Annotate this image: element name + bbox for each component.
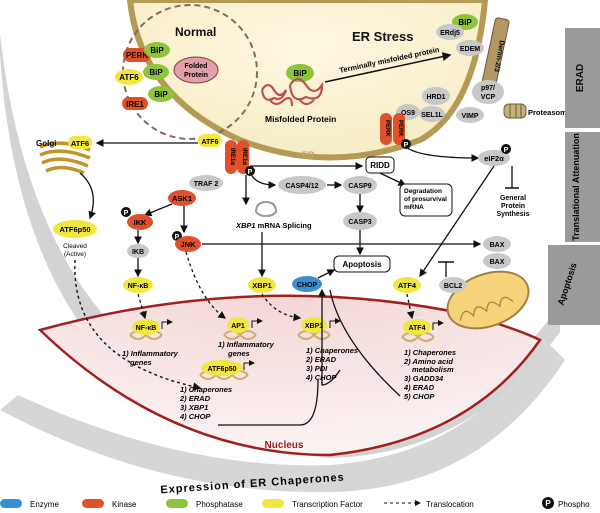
membrane-ire1a-1: IRE1α bbox=[229, 148, 235, 165]
p97: p97/VCP bbox=[481, 85, 496, 101]
proteasome-icon bbox=[503, 103, 527, 119]
legend-enzyme-swatch bbox=[0, 499, 22, 508]
svg-text:P: P bbox=[175, 234, 180, 241]
casp412: CASP4/12 bbox=[285, 183, 318, 190]
mrna-loop-icon bbox=[255, 200, 278, 218]
legend-phosphatase-swatch bbox=[166, 499, 188, 508]
erad-bip: BiP bbox=[458, 18, 472, 27]
golgi-label: Golgi bbox=[36, 139, 56, 148]
traf2: TRAF 2 bbox=[194, 181, 219, 188]
golgi-atf6: ATF6 bbox=[71, 139, 89, 148]
normal-perk: PERK bbox=[126, 51, 148, 60]
dna-atf4 bbox=[401, 332, 435, 342]
atf4: ATF4 bbox=[398, 281, 417, 290]
misfolded-label: Misfolded Protein bbox=[265, 114, 336, 124]
misfolded-protein-blob bbox=[260, 77, 324, 107]
stress-bip: BiP bbox=[293, 69, 307, 78]
xbp1-splicing-label: XBP1 mRNA Splicing bbox=[235, 221, 312, 230]
legend-phospho-icon bbox=[542, 497, 554, 509]
vimp: VIMP bbox=[461, 113, 478, 120]
erdj5: ERdj5 bbox=[440, 30, 460, 37]
legend-phospho: Phospho bbox=[558, 500, 590, 509]
normal-bip-3: BiP bbox=[154, 90, 168, 99]
svg-text:P: P bbox=[404, 142, 409, 149]
nucleus-label: Nucleus bbox=[265, 440, 304, 451]
os9: OS9 bbox=[401, 110, 415, 117]
svg-text:P: P bbox=[545, 499, 551, 508]
xbp1: XBP1 bbox=[252, 281, 272, 290]
ask1: ASK1 bbox=[172, 194, 192, 203]
legend-translocation: Translocation bbox=[426, 500, 474, 509]
normal-title: Normal bbox=[175, 25, 216, 39]
cleaved-label: Cleaved(Active) bbox=[63, 243, 87, 258]
bax-2: BAX bbox=[490, 259, 505, 266]
membrane-perk-2: PERK bbox=[397, 120, 403, 137]
normal-bip-2: BiP bbox=[149, 68, 163, 77]
erad-section-label: ERAD bbox=[575, 64, 586, 92]
svg-text:P: P bbox=[504, 147, 509, 154]
bcl2: BCL2 bbox=[444, 283, 462, 290]
dna-xbp1 bbox=[297, 330, 331, 340]
casp3: CASP3 bbox=[348, 219, 371, 226]
legend-kinase-swatch bbox=[82, 499, 104, 508]
nfkb: NF-κB bbox=[128, 283, 149, 290]
normal-bip-1: BiP bbox=[150, 46, 164, 55]
nuc-xbp1: XBP1 bbox=[305, 323, 323, 330]
edem: EDEM bbox=[460, 46, 480, 53]
chop: CHOP bbox=[297, 282, 318, 289]
legend-tf: Transcription Factor bbox=[292, 500, 363, 509]
nuc-atf6p50: ATF6p50 bbox=[207, 366, 236, 373]
normal-ire1: IRE1 bbox=[126, 100, 144, 109]
ikk: IKK bbox=[134, 218, 148, 227]
jnk: JNK bbox=[180, 240, 196, 249]
er-stress-title: ER Stress bbox=[352, 29, 413, 44]
hrd1: HRD1 bbox=[426, 94, 445, 101]
dna-ap1 bbox=[223, 330, 257, 340]
legend-enzyme: Enzyme bbox=[30, 500, 59, 509]
apoptosis-box: Apoptosis bbox=[342, 260, 382, 269]
legend-kinase: Kinase bbox=[112, 500, 137, 509]
proteasome-label: Proteasome bbox=[528, 108, 571, 117]
bax-1: BAX bbox=[490, 242, 505, 249]
legend: Enzyme Kinase Phosphatase Transcription … bbox=[0, 497, 590, 509]
casp9: CASP9 bbox=[348, 183, 371, 190]
mitochondrion bbox=[446, 270, 530, 330]
expression-band bbox=[0, 340, 565, 493]
eif2a: eIF2α bbox=[484, 154, 504, 163]
membrane-ire1a-2: IRE1α bbox=[241, 148, 247, 165]
nuc-nfkb: NF-κB bbox=[136, 325, 157, 332]
legend-tf-swatch bbox=[262, 499, 284, 508]
membrane-atf6: ATF6 bbox=[202, 139, 219, 146]
normal-atf6: ATF6 bbox=[119, 73, 139, 82]
translational-label: Translational Attenuation bbox=[571, 133, 581, 241]
nuc-ap1: AP1 bbox=[231, 323, 245, 330]
svg-text:P: P bbox=[124, 210, 129, 217]
legend-phosphatase: Phosphatase bbox=[196, 500, 243, 509]
ridd: RIDD bbox=[370, 161, 390, 170]
ikb: IKB bbox=[132, 249, 144, 256]
atf6p50: ATF6p50 bbox=[59, 225, 90, 234]
er-label: ER bbox=[302, 150, 315, 160]
sel1l: SEL1L bbox=[421, 112, 444, 119]
nuc-atf4: ATF4 bbox=[409, 325, 426, 332]
membrane-perk-1: PERK bbox=[384, 120, 390, 137]
